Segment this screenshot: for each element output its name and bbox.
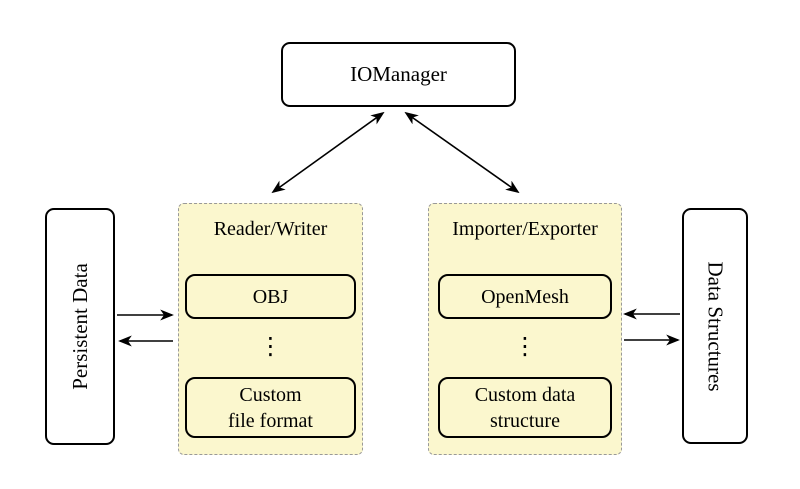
persistent-data-label: Persistent Data (67, 263, 92, 390)
node-data-structures: Data Structures (682, 208, 748, 444)
data-structures-label: Data Structures (703, 260, 728, 392)
custom-file-format-label: Custom file format (228, 383, 313, 432)
iomanager-label: IOManager (350, 62, 447, 86)
vertical-ellipsis-icon: ⋮ (513, 332, 537, 360)
panel-reader-writer-title: Reader/Writer (213, 218, 328, 240)
node-custom-file-format: Custom file format (185, 377, 356, 438)
openmesh-label: OpenMesh (481, 285, 569, 308)
node-custom-data-structure: Custom data structure (438, 377, 612, 438)
obj-label: OBJ (252, 285, 289, 308)
vertical-ellipsis-icon: ⋮ (258, 332, 283, 360)
node-iomanager: IOManager (281, 42, 516, 107)
node-obj: OBJ (185, 274, 356, 319)
panel-importer-exporter: Importer/Exporter OpenMesh ⋮ Custom data… (428, 203, 622, 455)
edge-iomanager-readerwriter (271, 111, 385, 194)
node-persistent-data: Persistent Data (45, 208, 115, 445)
panel-importer-exporter-title: Importer/Exporter (452, 218, 598, 240)
edge-iomanager-importerexporter (404, 111, 520, 194)
panel-reader-writer: Reader/Writer OBJ ⋮ Custom file format (178, 203, 363, 455)
node-openmesh: OpenMesh (438, 274, 612, 319)
custom-data-structure-label: Custom data structure (474, 383, 576, 432)
